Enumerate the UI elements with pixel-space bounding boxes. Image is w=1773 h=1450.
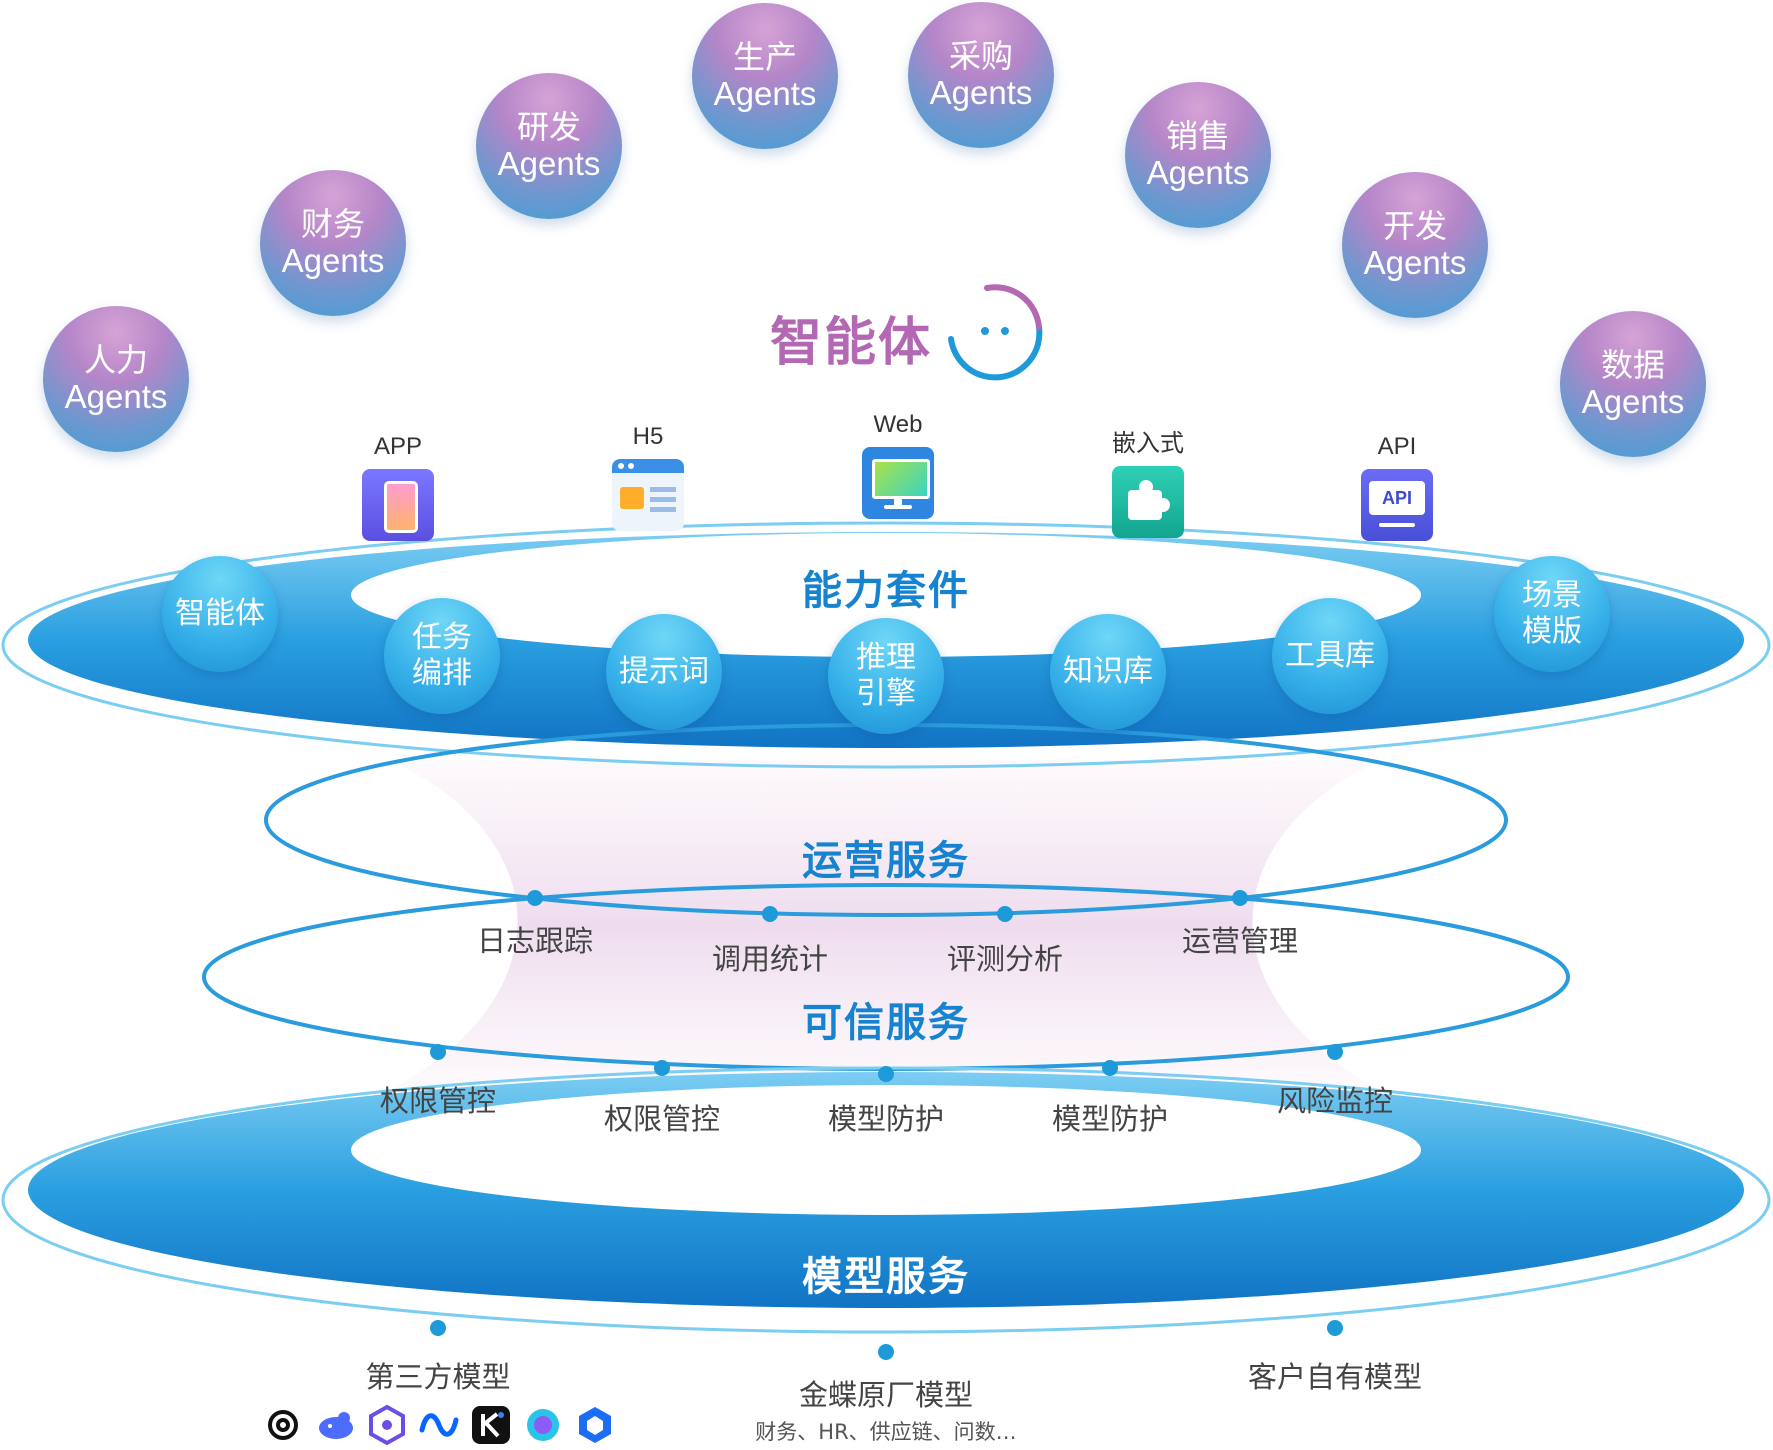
model-disc-hole	[351, 1085, 1421, 1215]
model-item-kingdee: 金蝶原厂模型	[798, 1378, 973, 1412]
capability-knowledge-base: 知识库	[1050, 614, 1166, 730]
model-item-kingdee-sub: 财务、HR、供应链、问数…	[755, 1420, 1017, 1444]
operations-item-management: 运营管理	[1181, 924, 1298, 958]
operations-node-1	[527, 890, 543, 906]
agent-bubble-production: 生产 Agents	[692, 3, 838, 149]
capability-title: 能力套件	[802, 568, 970, 614]
operations-node-4	[1232, 890, 1248, 906]
agent-bubble-procurement: 采购 Agents	[908, 2, 1054, 148]
model-node-3	[1327, 1320, 1343, 1336]
trust-node-3	[878, 1066, 894, 1082]
capability-prompt: 提示词	[606, 614, 722, 730]
channel-embedded: 嵌入式	[1093, 423, 1203, 538]
capability-outer-ring	[1, 521, 1771, 769]
tongyi-icon	[369, 1404, 405, 1446]
agent-bubble-hr: 人力 Agents	[43, 306, 189, 452]
agent-title: 智能体	[770, 313, 933, 373]
browser-window-icon	[612, 459, 684, 531]
zhipu-icon	[579, 1407, 611, 1443]
operations-item-call-stats: 调用统计	[711, 942, 828, 976]
third-party-logos	[262, 1404, 616, 1446]
funnel-shape	[390, 760, 1380, 1090]
deepseek-icon	[319, 1412, 353, 1439]
trust-node-1	[430, 1044, 446, 1060]
operations-title: 运营服务	[802, 838, 970, 884]
operations-node-2	[762, 906, 778, 922]
agent-bubble-finance: 财务 Agents	[260, 170, 406, 316]
operations-item-log-tracking: 日志跟踪	[476, 924, 593, 958]
agent-bubble-rnd: 研发 Agents	[476, 73, 622, 219]
model-node-2	[878, 1344, 894, 1360]
agent-bubble-data: 数据 Agents	[1560, 311, 1706, 457]
capability-tool-library: 工具库	[1272, 598, 1388, 714]
operations-item-evaluation: 评测分析	[946, 942, 1063, 976]
channel-app: APP	[343, 433, 453, 541]
capability-scene-template: 场景 模版	[1494, 556, 1610, 672]
openai-icon	[268, 1410, 298, 1440]
trust-node-5	[1327, 1044, 1343, 1060]
monitor-icon	[862, 447, 934, 519]
agent-bubble-sales: 销售 Agents	[1125, 82, 1271, 228]
trust-node-4	[1102, 1060, 1118, 1076]
model-title: 模型服务	[802, 1254, 970, 1300]
capability-agent: 智能体	[162, 556, 278, 672]
agent-smiley-icon	[948, 284, 1043, 381]
trust-item-4: 模型防护	[1051, 1102, 1168, 1136]
agent-bubble-dev: 开发 Agents	[1342, 172, 1488, 318]
channel-h5: H5	[593, 423, 703, 531]
capability-task-orchestration: 任务 编排	[384, 598, 500, 714]
puzzle-icon	[1112, 466, 1184, 538]
channel-web: Web	[843, 411, 953, 519]
model-item-customer-own: 客户自有模型	[1247, 1360, 1422, 1394]
trust-item-3: 模型防护	[827, 1102, 944, 1136]
capability-inference-engine: 推理 引擎	[828, 618, 944, 734]
kimi-icon	[472, 1406, 510, 1444]
trust-title: 可信服务	[802, 1000, 970, 1046]
operations-node-3	[997, 906, 1013, 922]
doubao-icon	[527, 1409, 559, 1441]
model-node-1	[430, 1320, 446, 1336]
trust-item-5: 风险监控	[1276, 1084, 1393, 1118]
trust-node-2	[654, 1060, 670, 1076]
trust-item-2: 权限管控	[603, 1102, 720, 1136]
channel-api: API API	[1342, 433, 1452, 541]
phone-icon	[362, 469, 434, 541]
capability-disc-hole	[351, 533, 1421, 657]
meta-icon	[419, 1413, 459, 1437]
api-icon: API	[1361, 469, 1433, 541]
model-item-third-party: 第三方模型	[365, 1360, 511, 1394]
trust-item-1: 权限管控	[379, 1084, 496, 1118]
